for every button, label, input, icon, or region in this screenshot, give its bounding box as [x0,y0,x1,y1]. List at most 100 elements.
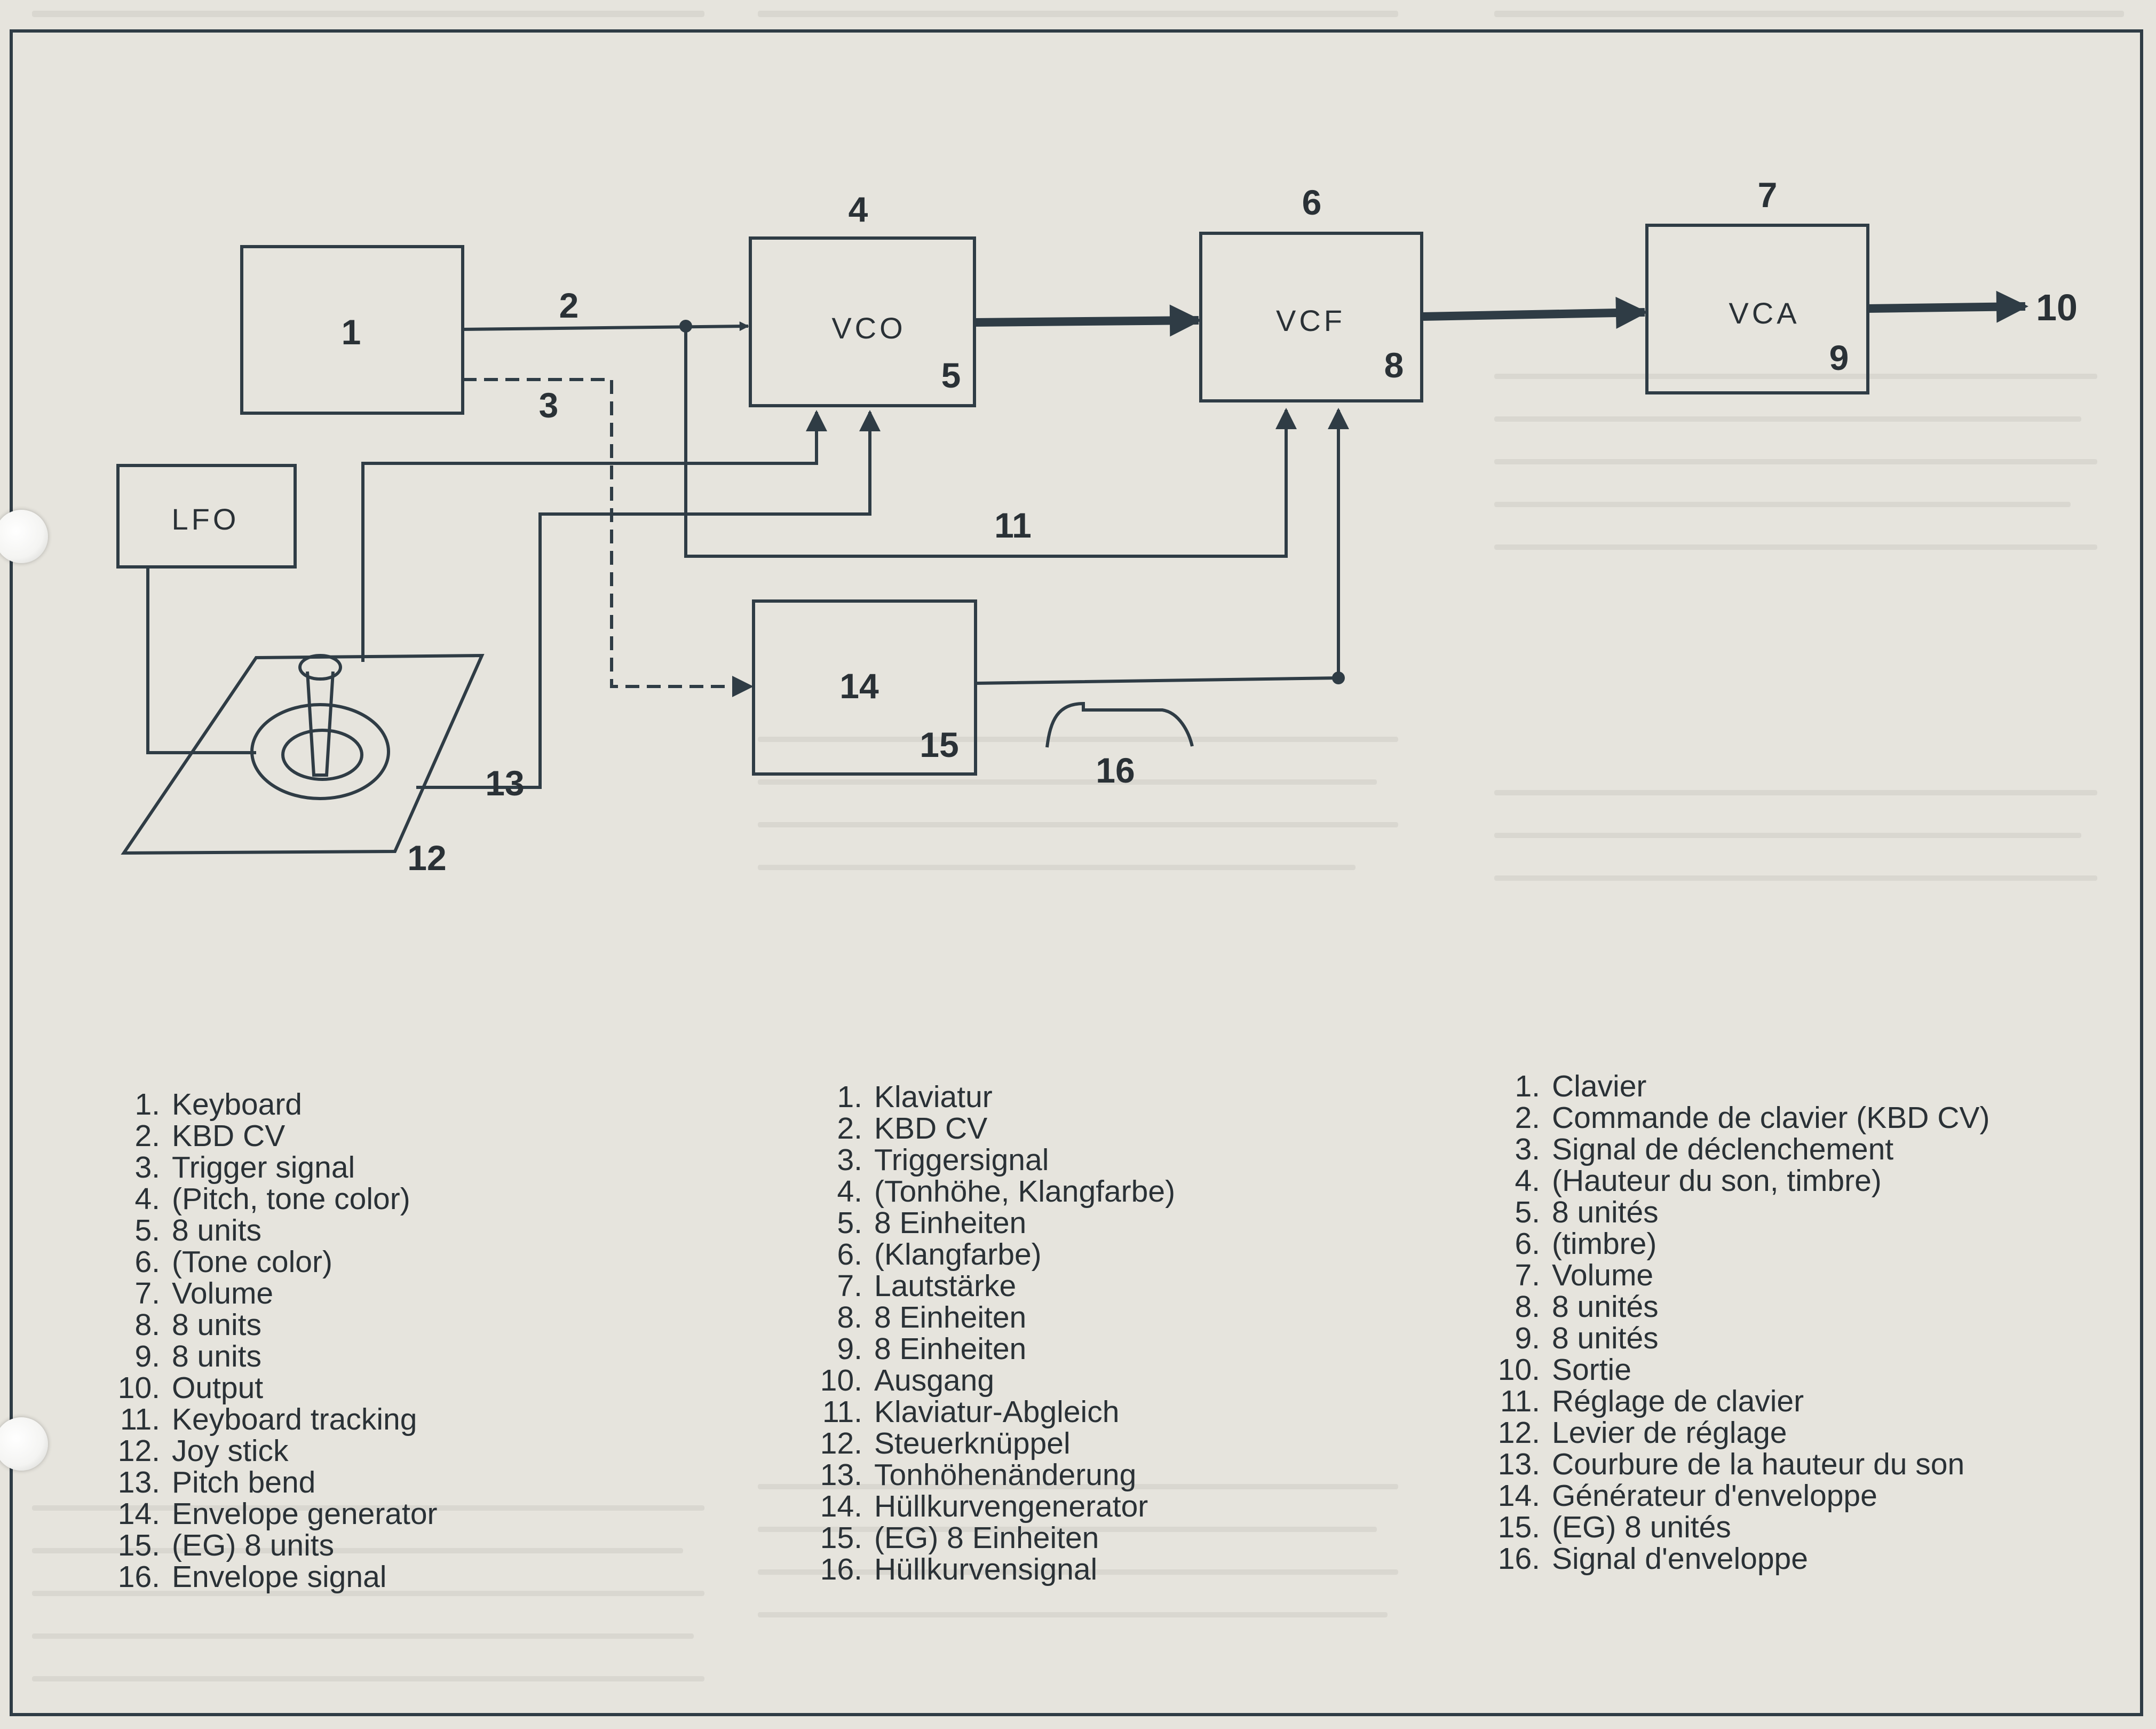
legend-item-text: Commande de clavier (KBD CV) [1552,1101,1989,1135]
legend-item-number: 1. [1485,1071,1540,1102]
legend-item-number: 2. [807,1113,862,1144]
legend-item: 5.8 unités [1485,1197,1989,1228]
legend-item-number: 15. [1485,1512,1540,1543]
joystick-stick [307,672,333,775]
legend-item-text: Triggersignal [874,1143,1049,1177]
legend-item-text: Trigger signal [172,1150,355,1185]
legend-item-text: Courbure de la hauteur du son [1552,1447,1964,1481]
eg-block-number-top: 14 [839,666,879,706]
legend-item-number: 5. [807,1207,862,1239]
legend-item-text: Keyboard tracking [172,1402,417,1436]
legend-item-number: 7. [1485,1260,1540,1291]
legend-item-number: 10. [1485,1354,1540,1386]
legend-item: 16.Envelope signal [105,1561,438,1593]
lfo-to-vco-line [363,412,817,662]
legend-item-number: 10. [807,1365,862,1396]
legend-item: 13. Courbure de la hauteur du son [1485,1449,1989,1480]
legend-item-number: 7. [807,1270,862,1302]
legend-item-text: 8 Einheiten [874,1206,1026,1240]
callout-11: 11 [994,506,1032,545]
legend-item-text: (Tone color) [172,1245,332,1279]
legend-item-text: (EG) 8 units [172,1528,334,1562]
legend-item-number: 14. [807,1491,862,1522]
legend-item: 5. 8 Einheiten [807,1207,1175,1239]
legend-item-text: (timbre) [1552,1227,1656,1261]
legend-item: 9.8 Einheiten [807,1333,1175,1365]
legend-item: 6.(timbre) [1485,1228,1989,1260]
legend-item: 1.Klaviatur [807,1081,1175,1113]
legend-item-text: Signal d'enveloppe [1552,1542,1808,1576]
kbd-cv-junction-dot [679,320,692,333]
legend-item-text: Klaviatur-Abgleich [874,1395,1119,1429]
legend-english: 1.Keyboard2.KBD CV3.Trigger signal4.(Pit… [105,1089,438,1593]
vco-to-vcf-audio-line [974,320,1199,322]
legend-item-number: 11. [807,1396,862,1428]
legend-item-text: Hüllkurvengenerator [874,1489,1148,1523]
legend-item-text: Clavier [1552,1069,1646,1103]
legend-item-text: Générateur d'enveloppe [1552,1479,1877,1513]
vcf-block-label: VCF [1276,304,1345,337]
legend-item-number: 9. [1485,1323,1540,1354]
legend-item-text: (Hauteur du son, timbre) [1552,1164,1882,1198]
legend-item: 15. (EG) 8 unités [1485,1512,1989,1543]
legend-item: 6.(Klangfarbe) [807,1239,1175,1270]
vca-block-number: 9 [1829,338,1849,377]
legend-item: 12.Levier de réglage [1485,1417,1989,1449]
legend-item-number: 12. [1485,1417,1540,1449]
legend-item-text: 8 unités [1552,1321,1659,1355]
legend-item-text: (EG) 8 Einheiten [874,1521,1099,1555]
legend-item-text: 8 unités [1552,1290,1659,1324]
legend-item: 6.(Tone color) [105,1246,438,1278]
legend-item-text: Sortie [1552,1353,1631,1387]
legend-item: 2. Commande de clavier (KBD CV) [1485,1102,1989,1134]
legend-item-number: 2. [1485,1102,1540,1134]
legend-item-number: 13. [1485,1449,1540,1480]
envelope-junction-dot [1332,672,1345,684]
legend-item-text: Ausgang [874,1363,994,1398]
legend-item-number: 8. [807,1302,862,1333]
legend-item-text: Joy stick [172,1434,289,1468]
legend-french: 1. Clavier 2. Commande de clavier (KBD CV) 3… [1485,1071,1989,1575]
legend-item: 10. Ausgang [807,1365,1175,1396]
joystick-knob [300,656,340,679]
legend-item: 1. Clavier [1485,1071,1989,1102]
legend-item-number: 9. [807,1333,862,1365]
legend-item-number: 8. [105,1309,160,1341]
legend-item: 12.Steuerknüppel [807,1428,1175,1459]
legend-item-number: 14. [1485,1480,1540,1512]
legend-item-number: 15. [807,1522,862,1554]
legend-item-text: Pitch bend [172,1465,315,1499]
joystick-ring-outer [252,705,389,799]
vco-block-label: VCO [831,311,906,345]
legend-item-text: Réglage de clavier [1552,1384,1804,1418]
legend-item-text: 8 Einheiten [874,1300,1026,1335]
legend-item-text: Keyboard [172,1087,302,1122]
legend-item-number: 15. [105,1530,160,1561]
keyboard-tracking-line [686,326,1286,556]
legend-item-number: 13. [105,1467,160,1498]
legend-item: 13. Pitch bend [105,1467,438,1498]
legend-item: 8.8 units [105,1309,438,1341]
legend-item: 9. 8 unités [1485,1323,1989,1354]
legend-item: 7.Volume [1485,1260,1989,1291]
legend-item-number: 9. [105,1341,160,1372]
legend-item-text: (EG) 8 unités [1552,1510,1731,1544]
legend-item: 13.Tonhöhenänderung [807,1459,1175,1491]
legend-item-number: 2. [105,1120,160,1152]
legend-item: 11. Klaviatur-Abgleich [807,1396,1175,1428]
legend-item-number: 11. [1485,1386,1540,1417]
kbd-cv-line [463,326,748,329]
legend-item-number: 3. [1485,1134,1540,1165]
legend-item: 16.Signal d'enveloppe [1485,1543,1989,1575]
legend-item-text: Steuerknüppel [874,1426,1071,1460]
legend-item-number: 14. [105,1498,160,1530]
legend-item-text: Lautstärke [874,1269,1016,1303]
legend-item-text: Hüllkurvensignal [874,1552,1097,1586]
legend-item: 11. Réglage de clavier [1485,1386,1989,1417]
callout-2: 2 [559,286,579,325]
legend-item: 11.Keyboard tracking [105,1404,438,1435]
legend-item-text: (Pitch, tone color) [172,1182,410,1216]
legend-item-number: 12. [105,1435,160,1467]
legend-item: 5.8 units [105,1215,438,1246]
legend-item: 16.Hüllkurvensignal [807,1554,1175,1585]
